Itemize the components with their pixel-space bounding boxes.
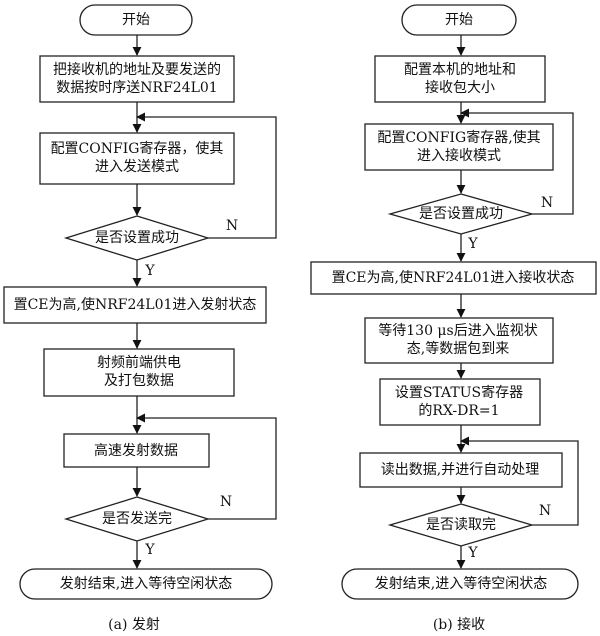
recv-step3-box bbox=[310, 261, 597, 295]
send-decision1-diamond bbox=[63, 215, 211, 261]
send-step5-box bbox=[63, 433, 210, 468]
send-start-terminal bbox=[79, 4, 193, 36]
recv-loop-1 bbox=[460, 108, 574, 215]
recv-step2-box bbox=[364, 123, 554, 171]
recv-end-terminal bbox=[341, 568, 579, 600]
recv-start-terminal bbox=[401, 4, 517, 36]
send-loop-1 bbox=[136, 112, 277, 239]
send-step2-box bbox=[39, 132, 235, 185]
send-end-terminal bbox=[19, 568, 273, 600]
recv-decision2-diamond bbox=[387, 503, 535, 547]
recv-loop-2 bbox=[460, 436, 579, 526]
recv-step1-box bbox=[374, 55, 546, 103]
send-loop-2 bbox=[136, 413, 277, 520]
send-step1-box bbox=[39, 55, 235, 103]
send-decision2-diamond bbox=[63, 496, 211, 542]
recv-decision1-diamond bbox=[387, 193, 535, 235]
recv-step6-box bbox=[359, 452, 563, 488]
recv-step5-box bbox=[379, 378, 541, 426]
send-step4-box bbox=[43, 348, 235, 397]
send-step3-box bbox=[3, 286, 267, 324]
recv-step4-box bbox=[364, 317, 554, 364]
